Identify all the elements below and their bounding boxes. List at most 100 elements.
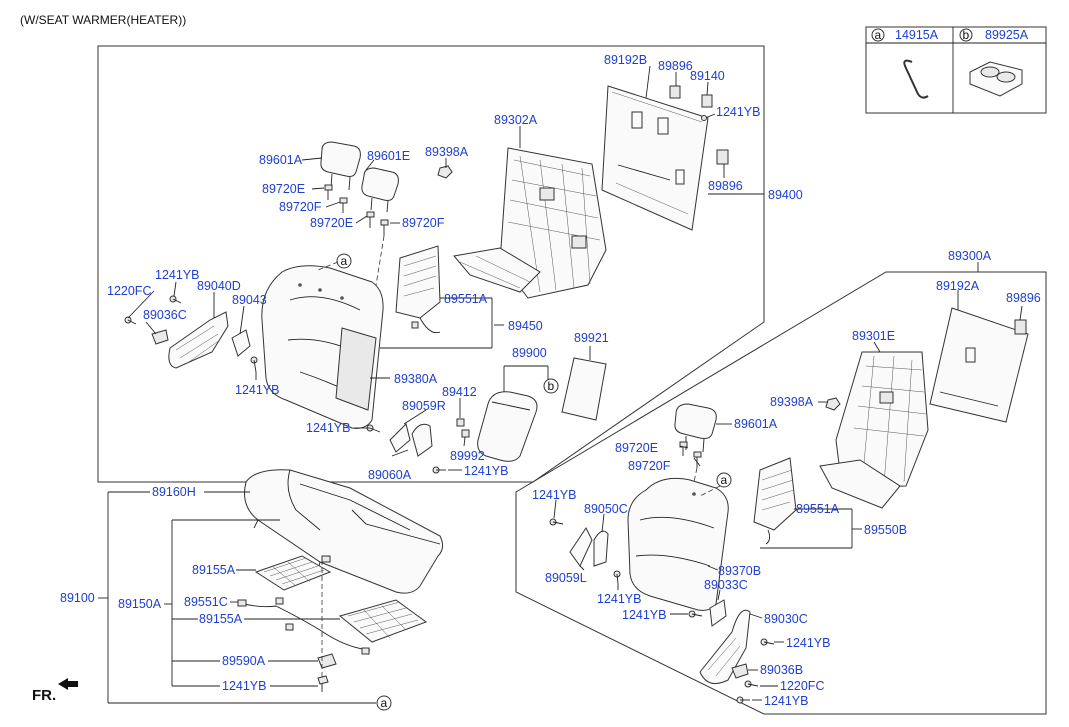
callout-a-bottom-text: a: [381, 696, 388, 710]
label-89036C: 89036C: [143, 308, 187, 322]
label-1241YB-right4: 1241YB: [786, 636, 830, 650]
label-89059R: 89059R: [402, 399, 446, 413]
cap-89036B: [731, 663, 749, 679]
leaders-upper: [127, 65, 764, 471]
clip-89412: [456, 418, 465, 427]
heater-pad-89551A-right: [753, 457, 797, 545]
label-89155A-2: 89155A: [199, 612, 243, 626]
label-89398A-left: 89398A: [425, 145, 469, 159]
label-89720F-1: 89720F: [279, 200, 322, 214]
label-89302A: 89302A: [494, 113, 538, 127]
label-89896-mid: 89896: [708, 179, 743, 193]
label-89992: 89992: [450, 449, 485, 463]
front-label: FR.: [32, 687, 56, 704]
header-note: (W/SEAT WARMER(HEATER)): [20, 13, 186, 27]
label-89380A: 89380A: [394, 372, 438, 386]
front-direction-indicator: FR.: [32, 678, 78, 704]
label-89100: 89100: [60, 591, 95, 605]
bolt-1241YB-left2: [250, 356, 258, 373]
label-1241YB-right1: 1241YB: [532, 488, 576, 502]
label-89551A-right: 89551A: [796, 502, 840, 516]
label-89400: 89400: [768, 188, 803, 202]
label-89155A-1: 89155A: [192, 563, 236, 577]
label-89301E: 89301E: [852, 329, 895, 343]
label-1241YB-left2: 1241YB: [235, 383, 279, 397]
clip-89992: [461, 429, 470, 438]
bolt-1241YB-right5: [736, 696, 750, 704]
armrest-89900: [477, 391, 538, 462]
label-89192A: 89192A: [936, 279, 980, 293]
bolt-1241YB-right1: [549, 518, 564, 526]
label-89370B: 89370B: [718, 564, 761, 578]
callout-a-bottom: a: [376, 695, 392, 711]
bracket-89896-top: [669, 85, 681, 99]
bracket-89033C: [709, 599, 727, 627]
leaders-bottom: [98, 491, 376, 704]
label-89398A-right: 89398A: [770, 395, 814, 409]
seatback-cover-panel-right: [929, 307, 1029, 423]
bolt-1241YB-right4: [760, 638, 775, 646]
label-89060A: 89060A: [368, 468, 412, 482]
label-89030C: 89030C: [764, 612, 808, 626]
seatback-frame-89302A: [453, 147, 607, 299]
label-89720E-right: 89720E: [615, 441, 658, 455]
label-1241YB-right3: 1241YB: [622, 608, 666, 622]
trim-89059L: [569, 527, 593, 567]
label-89551A-mid: 89551A: [444, 292, 488, 306]
seatback-cover-panel-top: [601, 85, 709, 231]
nut-89398A-left: [437, 165, 453, 179]
label-89720F-2: 89720F: [402, 216, 445, 230]
label-1220FC-right: 1220FC: [780, 679, 824, 693]
leaders-right: [553, 290, 1023, 701]
guide-89720F-1: [339, 197, 348, 213]
label-89900: 89900: [512, 346, 547, 360]
label-89921: 89921: [574, 331, 609, 345]
bolt-1241YB-left3: [366, 424, 381, 433]
label-1241YB-left1: 1241YB: [155, 268, 199, 282]
callout-a-upper: a: [336, 253, 352, 269]
bolt-1241YB-left1: [169, 295, 182, 304]
headrest-89601A: [320, 141, 361, 191]
label-89036B: 89036B: [760, 663, 803, 677]
hook-clip-icon: [903, 59, 929, 99]
trim-89050C: [593, 530, 609, 567]
guide-89720E-1: [324, 184, 333, 200]
label-89720F-right: 89720F: [628, 459, 671, 473]
trim-89059R: [389, 423, 411, 453]
label-1220FC-left: 1220FC: [107, 284, 151, 298]
label-89412: 89412: [442, 385, 477, 399]
legend-b-letter: b: [963, 28, 970, 42]
trim-89060A: [411, 423, 433, 457]
seatback-frame-89301E: [819, 351, 929, 509]
label-89550B: 89550B: [864, 523, 907, 537]
legend-box: a 14915A b 89925A: [865, 26, 1047, 114]
label-89040D: 89040D: [197, 279, 241, 293]
heater-pad-89551A-mid: [395, 245, 441, 334]
label-1241YB-bottom: 1241YB: [222, 679, 266, 693]
legend-b-code: 89925A: [985, 28, 1029, 42]
label-89450: 89450: [508, 319, 543, 333]
callout-b-text: b: [548, 379, 555, 393]
front-arrow-icon: [58, 678, 78, 690]
label-1241YB-left4: 1241YB: [464, 464, 508, 478]
cover-89043: [231, 329, 251, 357]
label-89300A: 89300A: [948, 249, 992, 263]
seatback-40-region: [515, 271, 1047, 715]
callout-a-upper-text: a: [341, 254, 348, 268]
label-89601E: 89601E: [367, 149, 410, 163]
seatback-cushion-89370B: [627, 477, 729, 611]
bolt-1241YB-right3: [688, 610, 703, 618]
seat-cushion-89160H: [244, 469, 444, 594]
hinge-89040D: [168, 311, 229, 369]
nut-89398A-right: [825, 397, 841, 411]
headrest-89601A-right: [674, 403, 717, 453]
bolt-1241YB-right2: [613, 570, 621, 585]
seatback-cushion-89380A: [261, 265, 384, 429]
label-89050C: 89050C: [584, 502, 628, 516]
label-89551C: 89551C: [184, 595, 228, 609]
module-89590A: [317, 653, 337, 669]
label-89160H: 89160H: [152, 485, 196, 499]
label-89150A: 89150A: [118, 597, 162, 611]
bolt-1241YB-left4: [432, 466, 446, 474]
